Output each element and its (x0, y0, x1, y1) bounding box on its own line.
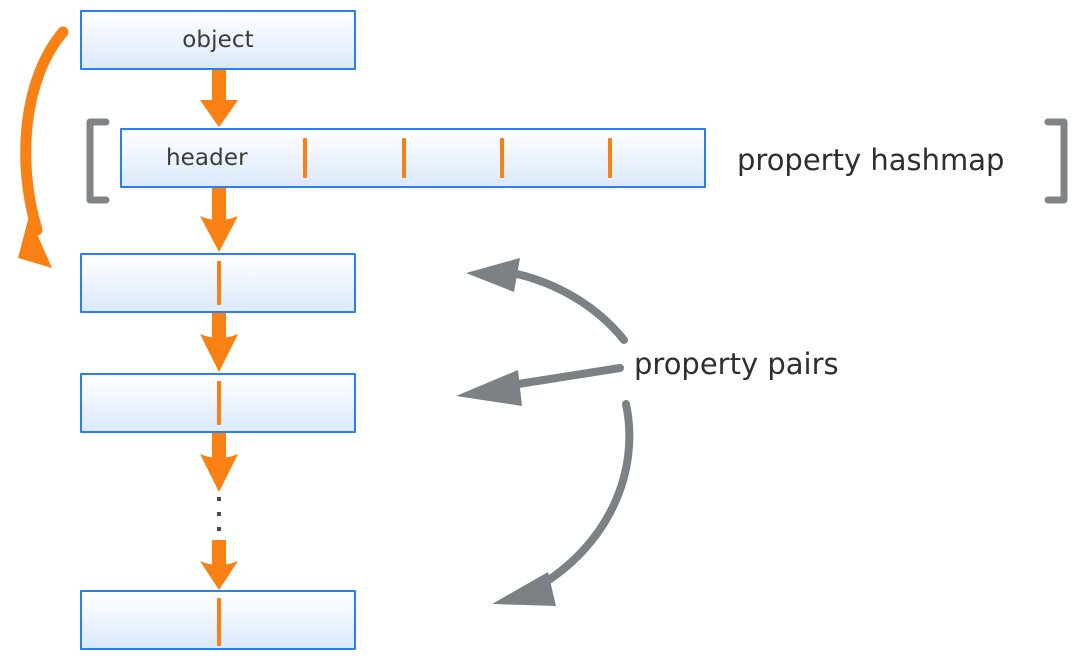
object-box-label: object (182, 27, 254, 53)
property-pair-divider-1 (217, 261, 221, 305)
gray-arrow-to-pair-2 (456, 364, 624, 406)
hashmap-slot-tick-4 (608, 138, 612, 178)
property-pair-divider-2 (217, 381, 221, 425)
bracket-right-icon (1044, 118, 1068, 204)
object-box[interactable]: object (80, 10, 356, 70)
orange-arrow-hashmap-to-pair-1 (200, 188, 238, 252)
ellipsis-dot-3 (217, 527, 221, 531)
bracket-left-icon (86, 118, 110, 204)
property-pairs-label: property pairs (634, 347, 839, 381)
orange-arrow-ellipsis-to-last-pair (200, 540, 238, 590)
hashmap-slot-tick-3 (500, 138, 504, 178)
hashmap-slot-tick-1 (303, 138, 307, 178)
orange-arrow-pair-1-to-pair-2 (200, 313, 238, 372)
hashmap-header-label: header (166, 145, 248, 171)
property-hashmap-box[interactable]: header (120, 128, 706, 188)
orange-curved-arrow-object-to-pair (18, 26, 69, 268)
orange-arrow-pair-2-to-pair-3 (200, 433, 238, 492)
gray-arrow-to-pair-1 (466, 258, 628, 344)
property-hashmap-label: property hashmap (737, 143, 1005, 177)
gray-arrow-to-last-pair (492, 400, 634, 606)
hashmap-slot-tick-2 (402, 138, 406, 178)
property-pair-divider-last (217, 598, 221, 646)
ellipsis-dot-2 (217, 512, 221, 516)
orange-arrow-object-to-hashmap (200, 70, 238, 127)
ellipsis-dot-1 (217, 497, 221, 501)
